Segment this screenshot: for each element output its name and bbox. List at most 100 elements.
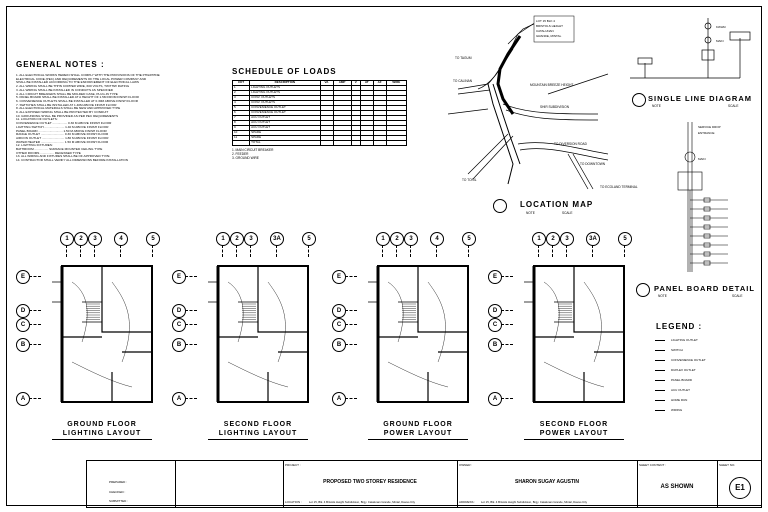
panel-breaker	[703, 206, 711, 212]
grid-row-line	[345, 324, 357, 325]
plan-wall	[208, 281, 219, 303]
plan-wall	[217, 265, 309, 403]
grid-row-tag: A	[332, 392, 346, 406]
general-note-line: 3. ALL WIRING SHALL BE INSTALLED IN COND…	[16, 88, 114, 92]
grid-row-line	[501, 324, 513, 325]
grid-column-tag: 4	[114, 232, 128, 246]
schedule-cell	[372, 140, 387, 146]
grid-column-line	[236, 245, 237, 257]
grid-column-tag: 5	[462, 232, 476, 246]
general-note-line: 7. SWITCHES SHALL BE INSTALLED AT 1.40M …	[16, 103, 117, 107]
general-note-line: SHALL BE INSTALLED ACCORDING TO THE ENFO…	[16, 81, 139, 85]
grid-row-line	[345, 276, 357, 277]
legend-item: PANEL BOARD	[655, 378, 692, 382]
legend-label: CONVENIENCE OUTLET	[671, 358, 706, 362]
general-note-line: 5. PANEL BOARD SHALL BE INSTALLED AT A H…	[16, 96, 139, 100]
single-line-note: NOTE	[652, 104, 661, 108]
submitted-label: SUBMITTED :	[109, 499, 129, 503]
plan-wall	[524, 281, 535, 303]
grid-column-line	[468, 245, 469, 257]
general-note-line: 14. CONTRACTOR SHALL VERIFY ALL DIMENSIO…	[16, 159, 128, 163]
legend-label: ACU OUTLET	[671, 388, 691, 392]
panel-breaker	[703, 197, 711, 203]
legend-label: SWITCH	[671, 348, 683, 352]
grid-column-line	[94, 245, 95, 257]
floor-plan-drawing	[208, 265, 309, 403]
grid-column-line	[410, 245, 411, 257]
map-label-diversion: TO DIVERSION ROAD	[554, 142, 587, 146]
owner-name: SHARON SUGAY AGUSTIN	[515, 479, 579, 485]
grid-column-tag: 5	[302, 232, 316, 246]
panel-breaker	[703, 260, 711, 266]
schedule-footnote: 1. MAIN CIRCUIT BREAKER	[232, 148, 274, 152]
legend-symbol-icon	[655, 359, 665, 361]
schedule-row: TOTAL	[231, 140, 408, 146]
grid-row-tag: E	[488, 270, 502, 284]
floor-plan-subtitle: POWER LAYOUT	[383, 430, 453, 437]
grid-row-line	[185, 310, 197, 311]
plan-wall	[583, 281, 602, 363]
grid-column-line	[566, 245, 567, 257]
grid-column-tag: 3A	[586, 232, 600, 246]
general-notes-list: 1. ALL ELECTRICAL WORKS HEREIN SHALL COM…	[16, 74, 221, 163]
grid-row-tag: D	[332, 304, 346, 318]
plan-wall	[543, 361, 605, 388]
grid-column-tag: 5	[146, 232, 160, 246]
grid-column-tag: 3	[244, 232, 258, 246]
grid-row-tag: A	[16, 392, 30, 406]
legend-label: LIGHTING OUTLET	[671, 338, 698, 342]
grid-row-line	[501, 276, 513, 277]
grid-row-line	[29, 324, 41, 325]
general-note-line: 12. LIGHTING FIXTURES:	[16, 144, 53, 148]
plan-wall	[71, 361, 133, 388]
floor-plan-drawing	[52, 265, 153, 403]
legend-label: HOME RUN	[671, 398, 688, 402]
location-map-scale: SCALE	[562, 211, 573, 215]
grid-column-line	[396, 245, 397, 257]
schedule-title: SCHEDULE OF LOADS	[232, 67, 337, 76]
svg-text:CATALUNAN: CATALUNAN	[536, 29, 554, 33]
legend-symbol-icon	[655, 349, 665, 351]
grid-column-tag: 2	[390, 232, 404, 246]
grid-row-line	[185, 344, 197, 345]
floor-plan-title-underline	[368, 439, 468, 440]
grid-row-tag: D	[16, 304, 30, 318]
location-value: Lot 15, Blk. 4 Bristols Height Subdivisi…	[309, 500, 415, 504]
general-note-line: 9. ALL EXPOSED WIRING SHALL BE PROTECTED…	[16, 111, 109, 115]
grid-row-tag: B	[332, 338, 346, 352]
plan-wall	[227, 281, 244, 343]
svg-text:ENTRANCE: ENTRANCE	[698, 131, 715, 135]
plan-wall	[543, 281, 560, 343]
plan-wall	[573, 266, 624, 333]
grid-column-line	[538, 245, 539, 257]
sheet-no-value: E1	[729, 477, 751, 499]
grid-row-line	[345, 310, 357, 311]
owner-label: OWNER :	[459, 463, 473, 467]
grid-row-tag: E	[332, 270, 346, 284]
general-note-line: WATER HEATER ...........................…	[16, 140, 109, 144]
panel-board-title: PANEL BOARD DETAIL	[654, 284, 755, 293]
checked-label: CHECKED :	[109, 490, 126, 494]
grid-column-tag: 1	[376, 232, 390, 246]
grid-column-line	[308, 245, 309, 257]
title-block: PREPARED : CHECKED : SUBMITTED : PROJECT…	[86, 460, 762, 508]
location-label: LOCATION :	[285, 500, 302, 504]
floor-plan-title-underline	[208, 439, 308, 440]
grid-column-line	[250, 245, 251, 257]
grid-column-tag: 4	[430, 232, 444, 246]
schedule-cell	[332, 140, 352, 146]
location-map-note: NOTE	[526, 211, 535, 215]
map-label-ecoland: TO ECOLAND TERMINAL	[600, 185, 638, 189]
general-note-line: 4. ALL CIRCUIT BREAKERS SHALL BE MOLDED …	[16, 92, 118, 96]
general-note-line: CONVENIENCE OUTLET ................. 0.3…	[16, 122, 112, 126]
legend-title: LEGEND :	[656, 322, 703, 331]
grid-column-line	[120, 245, 121, 257]
plan-wall	[82, 301, 103, 323]
legend-symbol-icon	[655, 379, 665, 381]
general-note-line: PANEL BOARD ............................…	[16, 129, 107, 133]
